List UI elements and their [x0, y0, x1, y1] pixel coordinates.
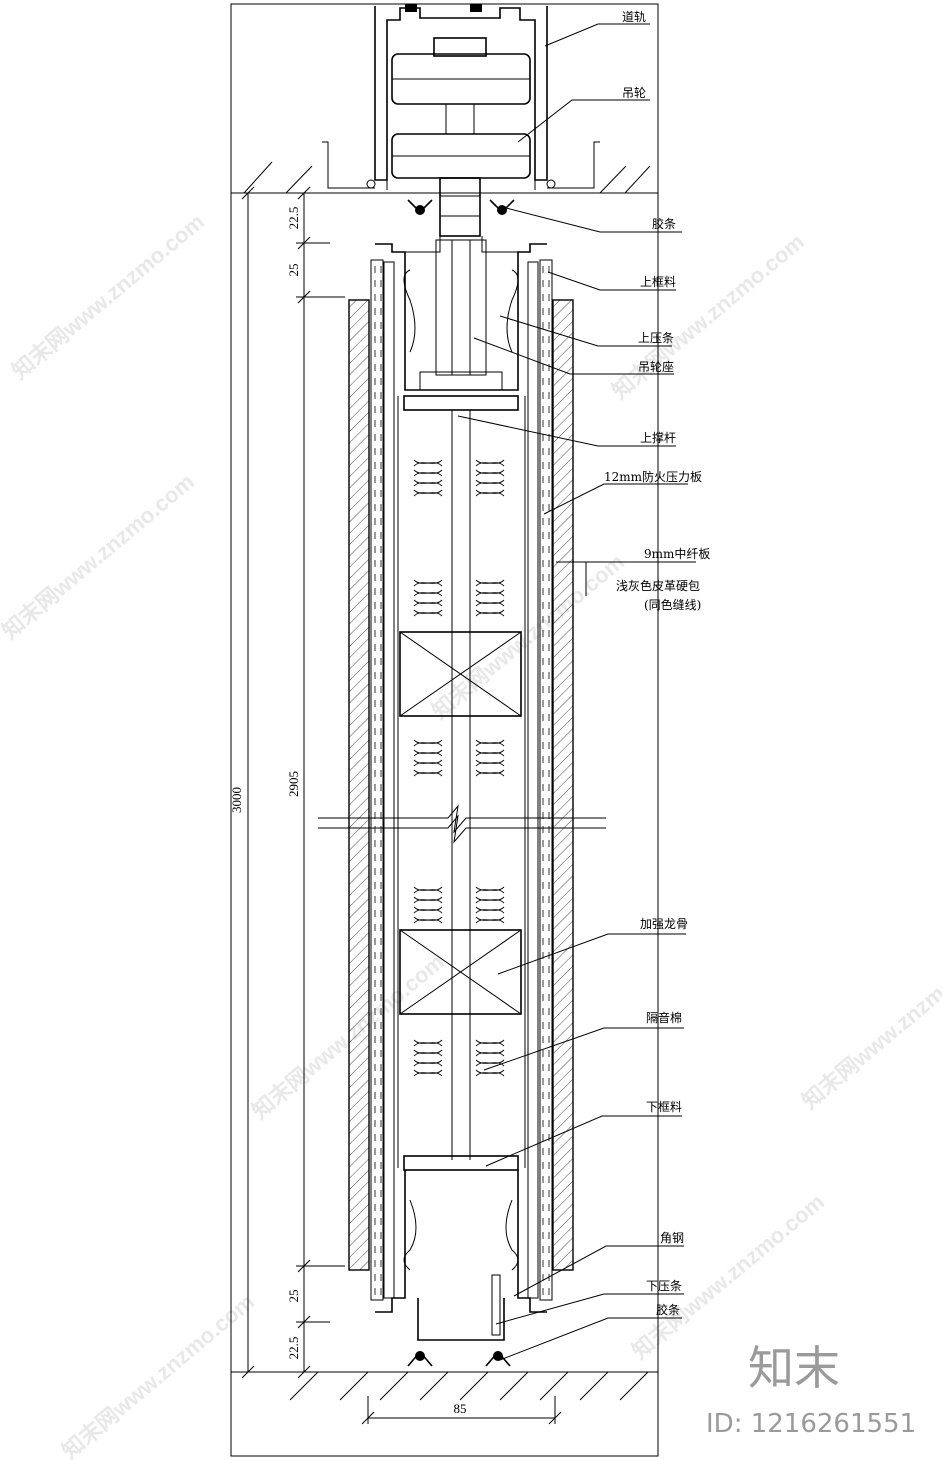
- cotton-coil: [413, 739, 443, 777]
- track-profile: [322, 4, 600, 190]
- dim-total-height: 3000: [229, 787, 244, 813]
- label-rubber-strip-top: 胶条: [652, 216, 676, 231]
- label-leather-cover: 浅灰色皮革硬包: [616, 579, 700, 593]
- cotton-coil: [413, 1039, 443, 1077]
- watermark-text: 知末网www.znzmo.com: [0, 469, 199, 644]
- label-fire-board: 12mm防火压力板: [604, 469, 702, 484]
- cotton-coil: [475, 1039, 505, 1077]
- reinforce-keel-lower: [399, 929, 522, 1015]
- rubber-strip-top: [407, 199, 515, 215]
- cotton-coil: [475, 459, 505, 497]
- watermark-text: 知末网www.znzmo.com: [7, 209, 209, 384]
- sound-cotton: [413, 459, 505, 1077]
- ceiling: [231, 161, 658, 194]
- label-reinforce-keel: 加强龙骨: [640, 917, 688, 931]
- watermark-text: 知末网www.znzmo.com: [247, 949, 449, 1124]
- dim-panel-height: 2905: [286, 771, 301, 797]
- image-id-text: ID: 1216261551: [706, 1409, 916, 1439]
- cotton-coil: [413, 459, 443, 497]
- label-top-frame: 上框料: [640, 275, 676, 289]
- label-wheel-seat: 吊轮座: [638, 359, 674, 374]
- cotton-coil: [475, 739, 505, 777]
- sheet-border: [230, 3, 659, 1457]
- door-leaf: [318, 236, 606, 1341]
- dim-top-gap: 22.5: [286, 207, 301, 230]
- label-top-bead: 上压条: [638, 331, 674, 345]
- watermark-text: 知末网www.znzmo.com: [607, 229, 809, 404]
- floor: [231, 1371, 658, 1401]
- label-rubber-strip-bottom: 胶条: [656, 1302, 680, 1317]
- label-track: 道轨: [622, 10, 646, 24]
- leader-lines: [457, 23, 696, 1361]
- reinforce-keel-upper: [399, 631, 522, 717]
- label-sound-cotton: 隔音棉: [646, 1010, 682, 1025]
- dim-top-frame: 25: [286, 264, 301, 277]
- dimension-lines: [241, 186, 562, 1425]
- label-mdf-board: 9mm中纤板: [644, 546, 710, 561]
- label-bottom-bead: 下压条: [646, 1279, 682, 1293]
- watermark-text: 知末网www.znzmo.com: [627, 1189, 829, 1364]
- cotton-coil: [475, 579, 505, 617]
- watermark-text: 知末网www.znzmo.com: [797, 939, 942, 1114]
- cotton-coil: [475, 886, 505, 924]
- label-top-brace: 上撑杆: [640, 430, 676, 445]
- dim-width: 85: [454, 1401, 467, 1416]
- label-leather-cover-note: (同色缝线): [644, 597, 701, 612]
- watermark-text: 知末网www.znzmo.com: [57, 1289, 259, 1460]
- cotton-coil: [413, 886, 443, 924]
- label-angle-steel: 角钢: [660, 1231, 684, 1245]
- brand-logo-text: 知末: [748, 1341, 840, 1395]
- cotton-coil: [413, 579, 443, 617]
- dim-bottom-gap: 22.5: [286, 1337, 301, 1360]
- label-hanging-wheel: 吊轮: [622, 86, 646, 100]
- rubber-strip-bottom: [407, 1350, 511, 1367]
- label-bottom-frame: 下框料: [646, 1100, 682, 1114]
- hanging-wheel: [391, 37, 531, 237]
- dim-bottom-frame: 25: [286, 1290, 301, 1303]
